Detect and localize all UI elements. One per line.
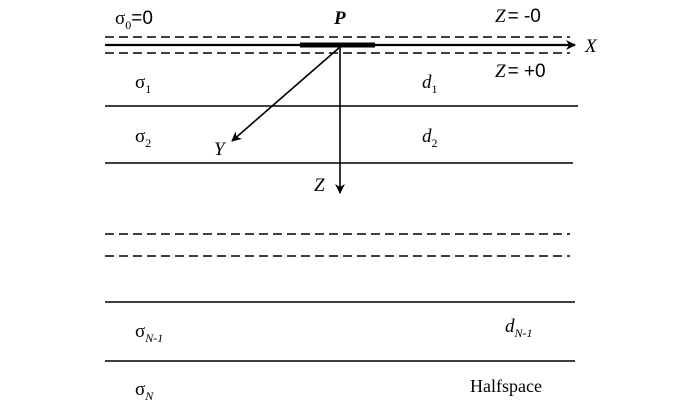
sigma0-label: σ0=0 [115,8,153,32]
d-n1-label: dN-1 [505,316,533,340]
halfspace-label: Halfspace [470,376,542,396]
sigma1-label: σ1 [135,72,151,96]
z-axis-label: Z [314,175,325,196]
d2-label: d2 [422,126,438,150]
y-axis-label: Y [214,139,227,160]
d1-label: d1 [422,72,438,96]
sigma2-label: σ2 [135,126,151,150]
source-label-p: P [333,8,346,29]
z-minus-label: Z= -0 [495,6,541,27]
sigma-n1-label: σN-1 [135,321,163,345]
y-axis-line [231,46,341,142]
sigma-n-label: σN [135,379,154,403]
x-axis-label: X [584,36,598,57]
z-plus-label: Z= +0 [495,61,546,82]
